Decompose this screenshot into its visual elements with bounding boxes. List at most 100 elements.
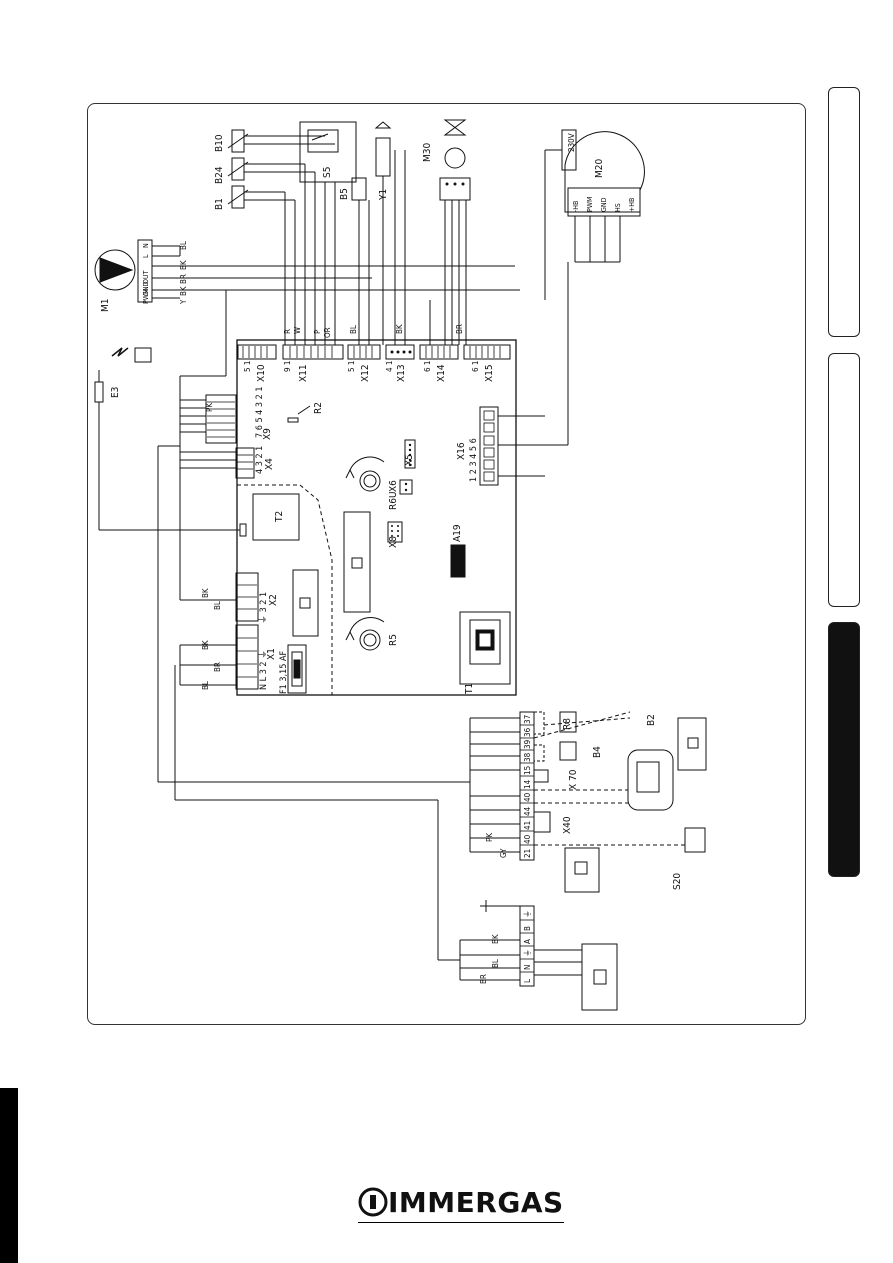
label-r8: R8 bbox=[562, 718, 573, 730]
label-x12: X12 bbox=[360, 364, 371, 382]
connector-x16 bbox=[479, 406, 499, 486]
term-2: 39 bbox=[523, 739, 532, 749]
pump-m1 bbox=[94, 239, 153, 303]
valve-y1 bbox=[374, 121, 392, 177]
wiring bbox=[98, 135, 621, 981]
pins-x13: 4 1 bbox=[385, 361, 394, 372]
igniter-e3 bbox=[94, 347, 152, 403]
label-x2: X2 bbox=[268, 594, 279, 606]
wire-r-1: R bbox=[283, 329, 292, 334]
wire-bk-5: BK bbox=[201, 640, 210, 650]
mains-term-5: ⏚ bbox=[523, 910, 532, 918]
brand-name: IMMERGAS bbox=[388, 1185, 564, 1219]
connector-x2 bbox=[235, 572, 259, 622]
label-x10: X10 bbox=[256, 364, 267, 382]
wire-bk-6: BK bbox=[491, 934, 500, 944]
label-m20: M20 bbox=[594, 159, 605, 178]
wire-bl-5: BL bbox=[491, 959, 500, 968]
label-r2: R2 bbox=[313, 402, 324, 414]
label-t1: T1 bbox=[464, 683, 475, 695]
wire-bl-1: BL bbox=[179, 241, 188, 250]
board-block-2 bbox=[343, 511, 371, 613]
section-tab-1[interactable] bbox=[828, 87, 860, 337]
pins-x1: N L 3 2 ⏚ bbox=[258, 650, 269, 690]
label-a19: A19 bbox=[452, 524, 463, 542]
resistor-r2 bbox=[287, 405, 311, 423]
label-b1: B1 bbox=[214, 198, 225, 210]
connector-x1 bbox=[235, 624, 259, 690]
pump-pin-pwm: PWM bbox=[142, 289, 150, 304]
label-s5: S5 bbox=[322, 167, 333, 178]
label-b10: B10 bbox=[214, 134, 225, 152]
connector-x6 bbox=[399, 479, 413, 495]
pump-pin-gnd: GND bbox=[142, 281, 150, 296]
wire-pk-2: PK bbox=[485, 833, 494, 842]
terminal-block-external bbox=[519, 711, 535, 861]
fuse-f1 bbox=[287, 644, 307, 694]
wire-bl-3: BL bbox=[213, 601, 222, 610]
sensor-b10 bbox=[227, 129, 249, 153]
fan-pin-4: HS bbox=[614, 203, 622, 212]
label-x1: X1 bbox=[266, 648, 277, 660]
pump-pin-n: N bbox=[142, 243, 150, 248]
connector-x9 bbox=[205, 394, 237, 444]
transformer-t2 bbox=[239, 493, 300, 541]
label-y1: Y1 bbox=[378, 189, 389, 201]
wire-bk-1: BK bbox=[179, 260, 188, 270]
term-4: 15 bbox=[523, 766, 532, 775]
label-r6u: R6U bbox=[388, 491, 399, 510]
mains-term-4: B bbox=[523, 926, 532, 931]
label-b4: B4 bbox=[592, 746, 603, 758]
wire-bl-2: BL bbox=[349, 325, 358, 334]
label-x9: X9 bbox=[262, 428, 273, 440]
pins-x16: 1 2 3 4 5 6 bbox=[469, 438, 479, 482]
wire-w-1: W bbox=[293, 327, 302, 334]
pins-x15: 6 1 bbox=[471, 361, 480, 372]
wire-br-3: BR bbox=[213, 662, 222, 672]
wire-br-4: BR bbox=[479, 974, 488, 984]
label-x15: X15 bbox=[484, 364, 495, 382]
section-tab-3-active[interactable] bbox=[828, 622, 860, 877]
switch-s5 bbox=[299, 121, 357, 183]
main-board bbox=[236, 339, 517, 696]
pump-pin-l: L bbox=[142, 254, 150, 258]
pins-x4: 4 3 2 1 bbox=[255, 446, 265, 474]
pot-r5 bbox=[345, 617, 385, 651]
relay-t1 bbox=[459, 611, 511, 685]
label-x5: X5 bbox=[404, 454, 415, 466]
term-5: 14 bbox=[523, 779, 532, 789]
wire-p-1: P bbox=[313, 329, 322, 334]
label-b5: B5 bbox=[339, 188, 350, 200]
sensor-b24 bbox=[227, 157, 249, 181]
pins-x10: 5 1 bbox=[243, 361, 252, 372]
pins-x12: 5 1 bbox=[347, 361, 356, 372]
label-b2: B2 bbox=[646, 714, 657, 726]
wire-bl-4: BL bbox=[201, 681, 210, 690]
label-x16: X16 bbox=[456, 442, 467, 460]
wire-or-1: OR bbox=[323, 327, 332, 338]
label-x14: X14 bbox=[436, 364, 447, 382]
wire-pk-1: PK bbox=[205, 403, 214, 412]
language-marker bbox=[0, 1088, 18, 1263]
board-block-1 bbox=[292, 569, 319, 637]
wire-bk-3: BK bbox=[395, 324, 404, 334]
term-1: 36 bbox=[523, 727, 532, 737]
connector-x4 bbox=[235, 447, 255, 479]
label-230v: 230V bbox=[567, 133, 576, 152]
motor-m30 bbox=[439, 119, 471, 201]
term-9: 40 bbox=[523, 834, 532, 844]
label-x11: X11 bbox=[298, 364, 309, 382]
label-s20: S20 bbox=[672, 873, 683, 890]
term-8: 41 bbox=[523, 821, 532, 830]
connector-x8 bbox=[387, 521, 403, 543]
mains-term-1: N bbox=[523, 965, 532, 970]
logo-mark-icon bbox=[358, 1187, 388, 1217]
fan-pin-3: GND bbox=[600, 197, 608, 212]
sensor-b5 bbox=[351, 177, 367, 201]
label-b24: B24 bbox=[214, 166, 225, 184]
brand-logo: IMMERGAS bbox=[358, 1184, 564, 1223]
connector-row-top bbox=[237, 344, 511, 360]
label-x70: X 70 bbox=[568, 769, 579, 790]
section-tab-2[interactable] bbox=[828, 353, 860, 607]
